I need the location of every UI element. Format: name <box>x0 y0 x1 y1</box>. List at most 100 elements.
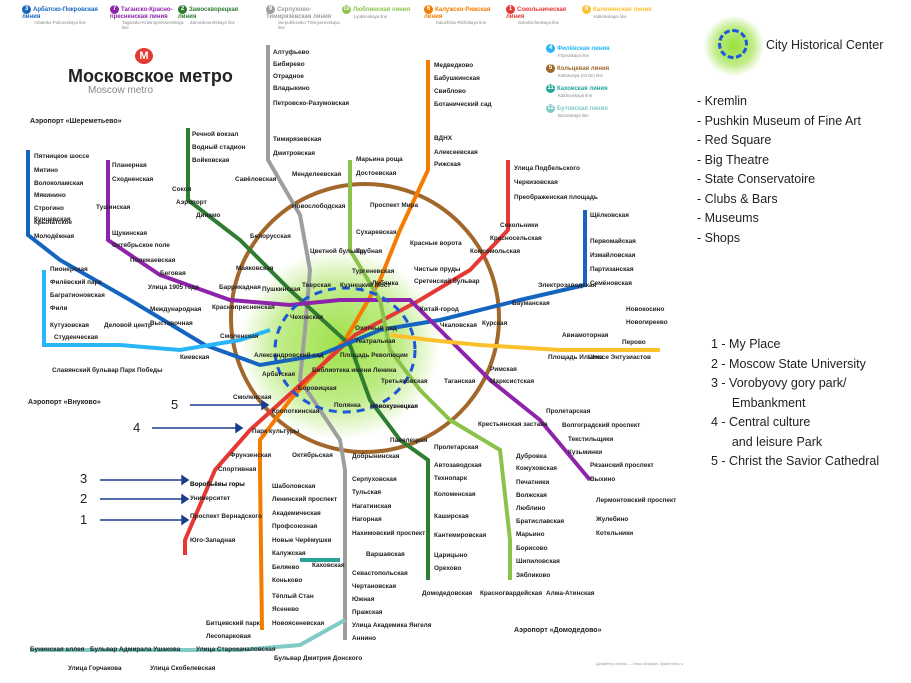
station-label: Маяковская <box>236 265 274 272</box>
station-label: Крылатское <box>34 219 73 226</box>
line-name: Арбатско-Покровская линия <box>22 7 98 20</box>
station-label: Трубная <box>356 248 383 255</box>
station-label: Октябрьская <box>292 452 333 459</box>
station-label: Печатники <box>516 479 550 486</box>
station-label: Смоленская <box>220 333 259 340</box>
station-label: Волгоградский проспект <box>562 422 641 429</box>
map-credit: Дизайнер схемы — Илья Бирман, ilyabirman… <box>596 661 683 666</box>
station-label: Новокосино <box>626 306 665 313</box>
station-label: Марксистская <box>490 378 535 385</box>
station-label: Речной вокзал <box>192 131 239 138</box>
station-label: Автозаводская <box>434 462 482 469</box>
station-label: Спортивная <box>218 466 257 473</box>
station-label: Улица Подбельского <box>514 165 580 172</box>
line-number-badge: 8 <box>582 5 591 14</box>
annotation-3: 3 <box>80 471 88 486</box>
line-10 <box>348 160 512 580</box>
station-label: Лесопарковая <box>206 633 251 640</box>
station-label: Беляево <box>272 564 300 571</box>
station-label: Алтуфьево <box>273 49 310 56</box>
center-item: - Museums <box>697 211 759 225</box>
station-label: Текстильщики <box>568 436 614 443</box>
station-label: Полянка <box>334 402 361 409</box>
station-label: Красногвардейская <box>480 590 543 597</box>
station-label: Борисово <box>516 545 548 552</box>
line-name-en: Kalininskaya line <box>594 14 627 19</box>
station-label: Щёлковская <box>590 212 629 219</box>
center-item: - State Conservatoire <box>697 172 816 186</box>
line-name: Сокольническая линия <box>506 7 567 20</box>
station-label: Волжская <box>516 492 547 499</box>
station-label: Таганская <box>444 378 476 385</box>
station-label: Коньково <box>272 577 303 584</box>
station-label: Марьина роща <box>356 156 403 163</box>
station-label: Шипиловская <box>516 558 560 565</box>
station-label: Новые Черёмушки <box>272 537 332 544</box>
line-name-en: Butovskaya line <box>558 113 589 118</box>
station-label: Медведково <box>434 62 474 69</box>
line-name: Кольцевая линия <box>557 66 610 73</box>
station-label: Сретенский бульвар <box>414 278 480 285</box>
station-label: Красные ворота <box>410 240 462 247</box>
station-label: Отрадное <box>273 73 304 80</box>
line-name: Каховская линия <box>557 86 608 93</box>
station-label: Зябликово <box>516 572 551 579</box>
station-label: Тургеневская <box>352 268 395 275</box>
station-label: Кантемировская <box>434 532 487 539</box>
station-label: Строгино <box>34 205 64 212</box>
line-number-badge: 2 <box>178 5 187 14</box>
station-label: Царицыно <box>434 552 468 559</box>
station-label: Домодедовская <box>422 590 473 597</box>
station-label: Кропоткинская <box>272 408 320 415</box>
station-label: Бауманская <box>512 300 550 307</box>
station-label: Щукинская <box>112 230 148 237</box>
station-label: Волоколамская <box>34 180 84 187</box>
station-label: Новокузнецкая <box>370 403 418 410</box>
station-label: Каховская <box>312 562 345 569</box>
station-label: Площадь Революции <box>340 352 408 359</box>
station-label: Перово <box>622 339 646 346</box>
station-label: Водный стадион <box>192 144 246 151</box>
metro-lines <box>26 45 660 652</box>
station-label: Коломенская <box>434 491 476 498</box>
station-label: Новокузнецкая <box>370 403 418 410</box>
station-label: Улица Старокачаловская <box>196 646 276 653</box>
station-label: Семёновская <box>590 280 632 287</box>
center-item: - Clubs & Bars <box>697 191 778 206</box>
station-label: Багратионовская <box>50 292 105 299</box>
station-label: Жулебино <box>596 516 629 523</box>
station-label: Международная <box>150 306 202 313</box>
station-label: Парк Победы <box>120 367 163 374</box>
station-label: Улица Академика Янгеля <box>352 622 432 629</box>
station-label: Динамо <box>196 212 221 219</box>
annotation-2: 2 <box>80 491 88 506</box>
station-label: Китай-город <box>420 306 459 313</box>
station-label: Севастопольская <box>352 570 408 577</box>
line-number-badge: 1 <box>506 5 515 14</box>
line-number-badge: 12 <box>546 104 555 113</box>
line-1 <box>183 160 510 555</box>
station-label: Лермонтовский проспект <box>596 497 677 504</box>
station-label: Улица Скобелевская <box>150 665 216 672</box>
line-number-badge: 4 <box>546 44 555 53</box>
line-name-en: Filyovskaya line <box>558 53 589 58</box>
station-label: Войковская <box>192 157 230 164</box>
station-label: Юго-Западная <box>190 537 236 544</box>
station-label: Сокольники <box>500 222 539 229</box>
station-label: Курская <box>482 320 508 327</box>
line-8 <box>389 333 660 352</box>
line-name-en: Kakhovskaya line <box>558 93 593 98</box>
station-label: Белорусская <box>250 233 291 240</box>
station-label: Александровский сад <box>254 352 324 359</box>
station-label: Цветной бульвар <box>310 248 366 255</box>
station-label: Планерная <box>112 162 147 169</box>
center-item: - Red Square <box>697 133 772 147</box>
station-label: Проспект Мира <box>370 202 419 209</box>
station-label: Кузнецкий Мост <box>340 282 391 289</box>
station-label: Римская <box>490 366 517 373</box>
station-label: Молодёжная <box>34 233 75 240</box>
